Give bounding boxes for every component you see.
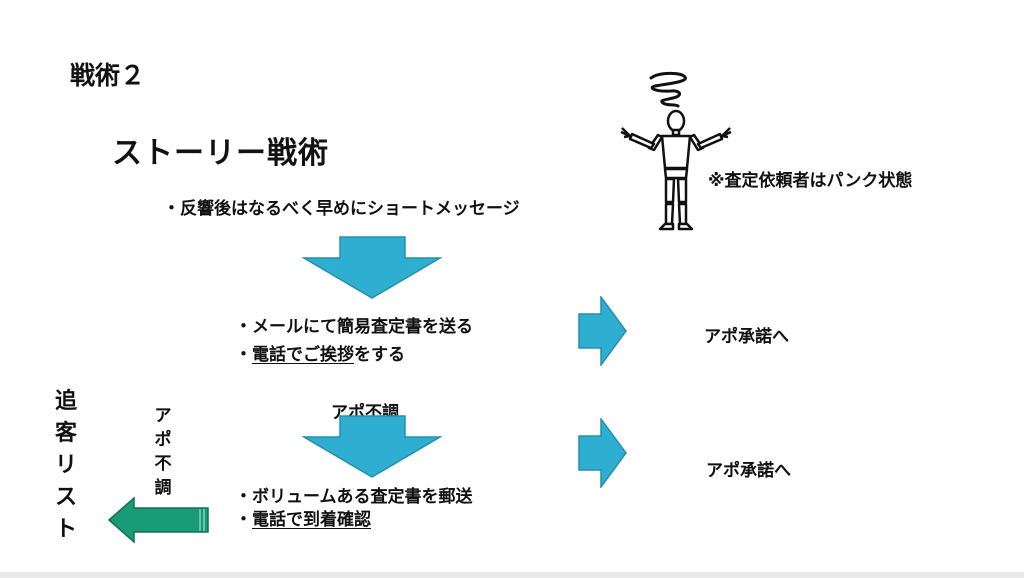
side-fail-char: ポ xyxy=(154,430,172,450)
step3-underlined: 電話で到着確認 xyxy=(252,510,371,530)
bottom-band xyxy=(0,572,1024,578)
slide-heading: 戦術２ xyxy=(70,61,146,90)
follow-list-vertical: 追 客 リ ス ト xyxy=(51,386,81,546)
follow-list-char: 客 xyxy=(54,421,77,446)
follow-list-char: ス xyxy=(54,485,77,510)
appo-ok-1: アポ承諾へ xyxy=(704,327,789,347)
follow-list-char: ト xyxy=(54,517,77,542)
down-arrow-1-icon xyxy=(302,236,442,299)
left-arrow-green-icon xyxy=(108,496,209,544)
step2-suffix: をする xyxy=(354,345,405,365)
side-fail-char: 調 xyxy=(154,478,172,498)
right-arrow-1-icon xyxy=(578,296,627,366)
step3-line2: ・電話で到着確認 xyxy=(235,505,371,530)
side-fail-char: ア xyxy=(154,406,172,426)
side-fail-vertical: ア ポ 不 調 xyxy=(151,404,175,500)
step2-line1: ・メールにて簡易査定書を送る xyxy=(235,317,473,337)
overload-note: ※査定依頼者はパンク状態 xyxy=(708,171,913,191)
follow-list-char: 追 xyxy=(54,389,77,414)
step3-line1: ・ボリュームある査定書を郵送 xyxy=(235,487,473,507)
step3-bullet: ・ xyxy=(235,510,252,530)
step2-line2: ・電話でご挨拶をする xyxy=(235,340,405,365)
step2-bullet: ・ xyxy=(235,345,252,365)
right-arrow-2-icon xyxy=(578,418,627,488)
stress-swirl-icon xyxy=(649,71,687,108)
side-fail-char: 不 xyxy=(154,454,172,474)
step2-underlined: 電話でご挨拶 xyxy=(252,345,354,365)
slide-title: ストーリー戦術 xyxy=(112,136,329,171)
appo-ok-2: アポ承諾へ xyxy=(706,461,791,481)
step1-text: ・反響後はなるべく早めにショートメッセージ xyxy=(163,199,520,219)
follow-list-char: リ xyxy=(54,453,77,478)
down-arrow-2-icon xyxy=(302,415,442,478)
confused-figure-icon xyxy=(620,109,732,231)
